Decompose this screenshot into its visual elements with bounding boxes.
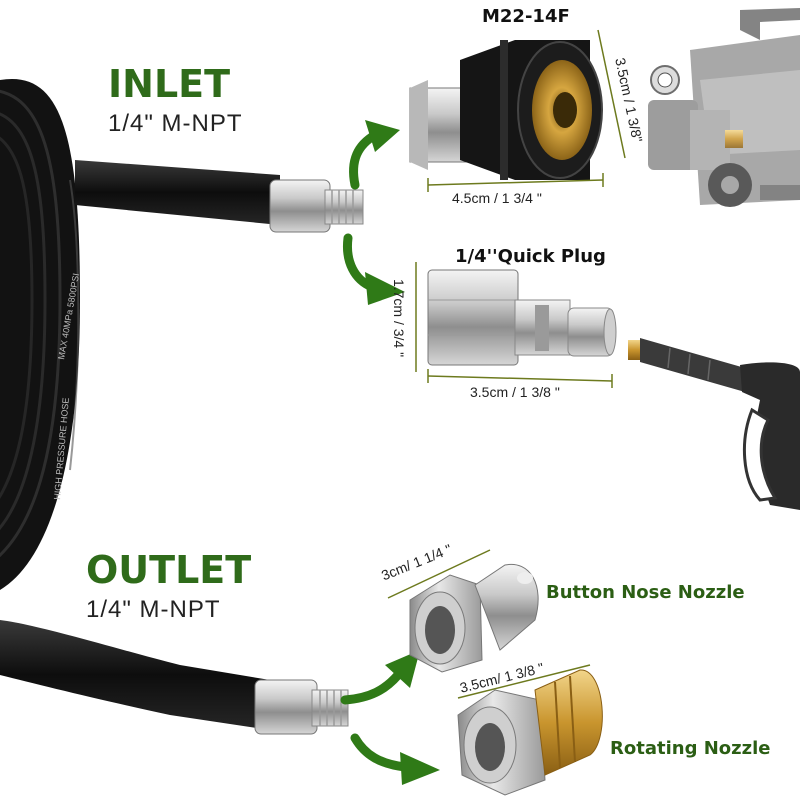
arrow-to-button-nozzle xyxy=(340,650,420,705)
button-nozzle-dimension-line xyxy=(387,549,491,599)
quick-plug-dimension-lines xyxy=(415,262,613,388)
arrow-to-m22 xyxy=(349,120,400,190)
outlet-hose-end xyxy=(0,620,349,735)
m22-coupler xyxy=(409,40,603,180)
quick-plug-label: 1/4''Quick Plug xyxy=(455,246,606,267)
button-nose-label: Button Nose Nozzle xyxy=(546,582,745,603)
m22-label: M22-14F xyxy=(482,6,570,27)
m22-dimension-lines xyxy=(427,29,626,192)
pressure-washer xyxy=(648,8,800,207)
hose-coil xyxy=(0,78,80,590)
rotating-nozzle xyxy=(457,669,603,796)
arrow-to-rotating-nozzle xyxy=(350,733,440,785)
button-nose-nozzle xyxy=(409,563,539,673)
outlet-spec: 1/4" M-NPT xyxy=(86,596,221,623)
inlet-spec: 1/4" M-NPT xyxy=(108,110,243,137)
outlet-title: OUTLET xyxy=(86,548,252,592)
rotating-nozzle-dimension-line xyxy=(457,664,591,699)
spray-gun xyxy=(628,338,800,510)
arrow-to-quick-plug xyxy=(342,233,405,305)
quick-plug-width-label: 3.5cm / 1 3/8 " xyxy=(470,384,560,400)
m22-width-label: 4.5cm / 1 3/4 " xyxy=(452,190,542,206)
rotating-label: Rotating Nozzle xyxy=(610,738,771,759)
quick-plug-height-label: 1.7cm / 3/4 " xyxy=(391,278,408,358)
quick-plug xyxy=(427,269,617,366)
inlet-hose-end xyxy=(75,160,364,233)
inlet-title: INLET xyxy=(108,62,231,106)
